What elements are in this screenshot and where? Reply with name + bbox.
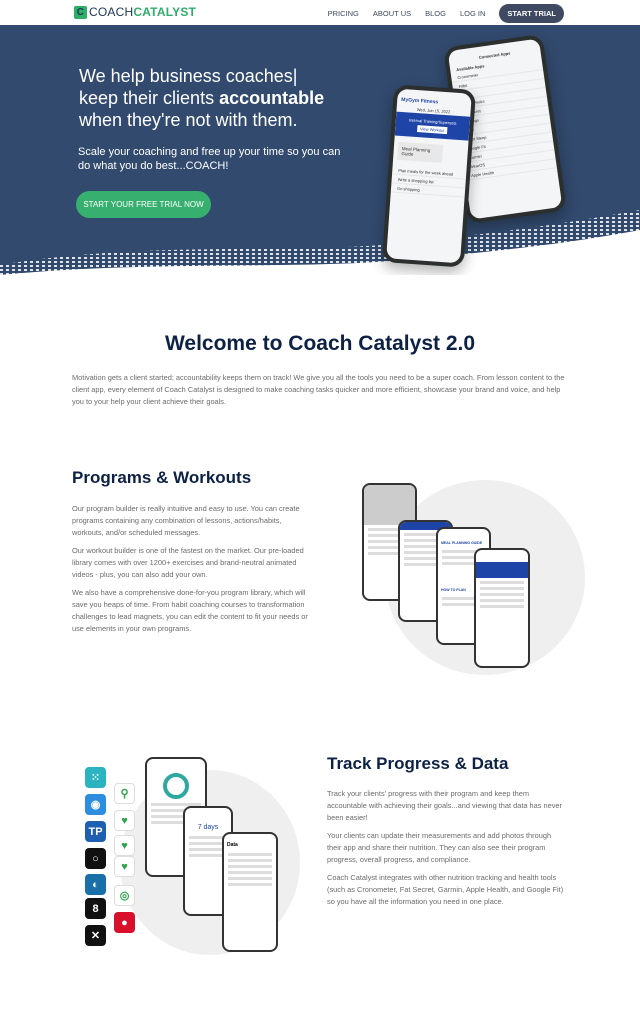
nav-log-in[interactable]: LOG IN bbox=[459, 9, 486, 18]
track-body: Track your clients' progress with their … bbox=[327, 789, 564, 906]
nav-blog[interactable]: BLOG bbox=[425, 9, 446, 18]
view-workout-button[interactable]: View Workout bbox=[416, 125, 448, 135]
logo-text-accent: CATALYST bbox=[133, 5, 197, 19]
hero-subtitle: Scale your coaching and free up your tim… bbox=[78, 146, 341, 172]
welcome-body: Motivation gets a client started; accoun… bbox=[72, 373, 565, 406]
welcome-title: Welcome to Coach Catalyst 2.0 bbox=[164, 332, 476, 355]
cronometer-icon: ◎ bbox=[114, 885, 135, 906]
fatsecret-icon: ◉ bbox=[85, 794, 106, 815]
track-title: Track Progress & Data bbox=[327, 754, 509, 773]
workout-title: Interval Training/Supersets bbox=[408, 117, 457, 126]
logo-text: COACH bbox=[89, 5, 134, 19]
programs-body: Our program builder is really intuitive … bbox=[72, 504, 308, 633]
mock-phone-dashboard bbox=[474, 548, 530, 668]
eightsleep-icon: 8 bbox=[85, 898, 106, 919]
underarmour-icon: ✕ bbox=[85, 925, 106, 946]
garmin-icon: ◐ bbox=[85, 874, 106, 895]
programs-title: Programs & Workouts bbox=[72, 468, 252, 487]
lesson-card[interactable]: Meal Planning Guide bbox=[397, 141, 444, 163]
nav-about-us[interactable]: ABOUT US bbox=[372, 9, 412, 18]
mock-phone-data: Data bbox=[222, 832, 278, 952]
apple-health-icon: ♥ bbox=[114, 835, 135, 856]
hero-headline: We help business coaches|keep their clie… bbox=[79, 66, 325, 130]
keyhole-icon: ⚲ bbox=[114, 783, 135, 804]
start-trial-button[interactable]: START TRIAL bbox=[499, 4, 564, 23]
hero: We help business coaches|keep their clie… bbox=[0, 25, 640, 275]
phone-dashboard: MyGym Fitness Wed, Jun 15, 2022 Interval… bbox=[381, 84, 477, 268]
oura-icon: ○ bbox=[85, 848, 106, 869]
googlefit-icon: ♥ bbox=[114, 856, 135, 877]
heart-icon: ♥ bbox=[114, 810, 135, 831]
logo-icon: C bbox=[74, 5, 87, 19]
wave-decoration bbox=[0, 210, 640, 275]
fitbit-icon: ⁙ bbox=[85, 767, 106, 788]
trainingpeaks-icon: TP bbox=[85, 821, 106, 842]
free-trial-button[interactable]: START YOUR FREE TRIAL NOW bbox=[76, 191, 211, 218]
mfp-icon: ● bbox=[114, 912, 135, 933]
nav-pricing[interactable]: PRICING bbox=[327, 9, 359, 18]
